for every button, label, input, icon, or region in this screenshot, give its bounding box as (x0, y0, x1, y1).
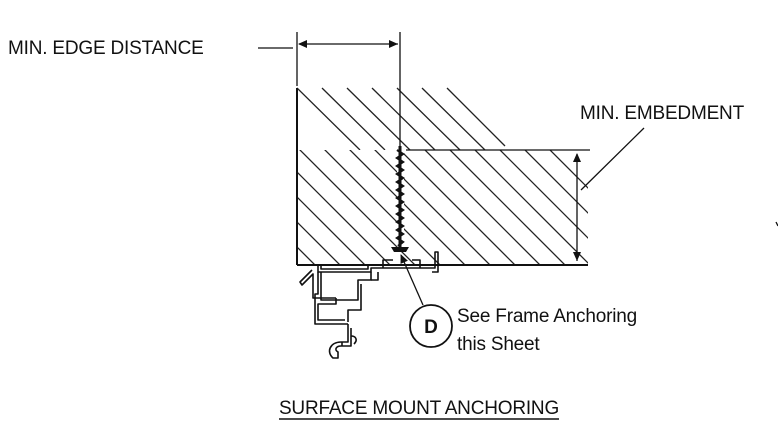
callout-note-line1: See Frame Anchoring (457, 306, 637, 327)
min-edge-distance-label: MIN. EDGE DISTANCE (8, 38, 204, 59)
substrate-hatching-upper (297, 87, 506, 150)
callout-bubble (409, 304, 453, 348)
substrate-hatching (297, 150, 588, 265)
detail-title: SURFACE MOUNT ANCHORING (279, 398, 559, 419)
min-embedment-label: MIN. EMBEDMENT (580, 103, 745, 124)
callout-note-line2: this Sheet (457, 334, 540, 355)
callout-letter: D (424, 317, 438, 338)
anchor-screw (391, 146, 409, 252)
frame-profile (299, 251, 439, 359)
callout-leader (400, 254, 424, 306)
embedment-leader (580, 127, 645, 191)
